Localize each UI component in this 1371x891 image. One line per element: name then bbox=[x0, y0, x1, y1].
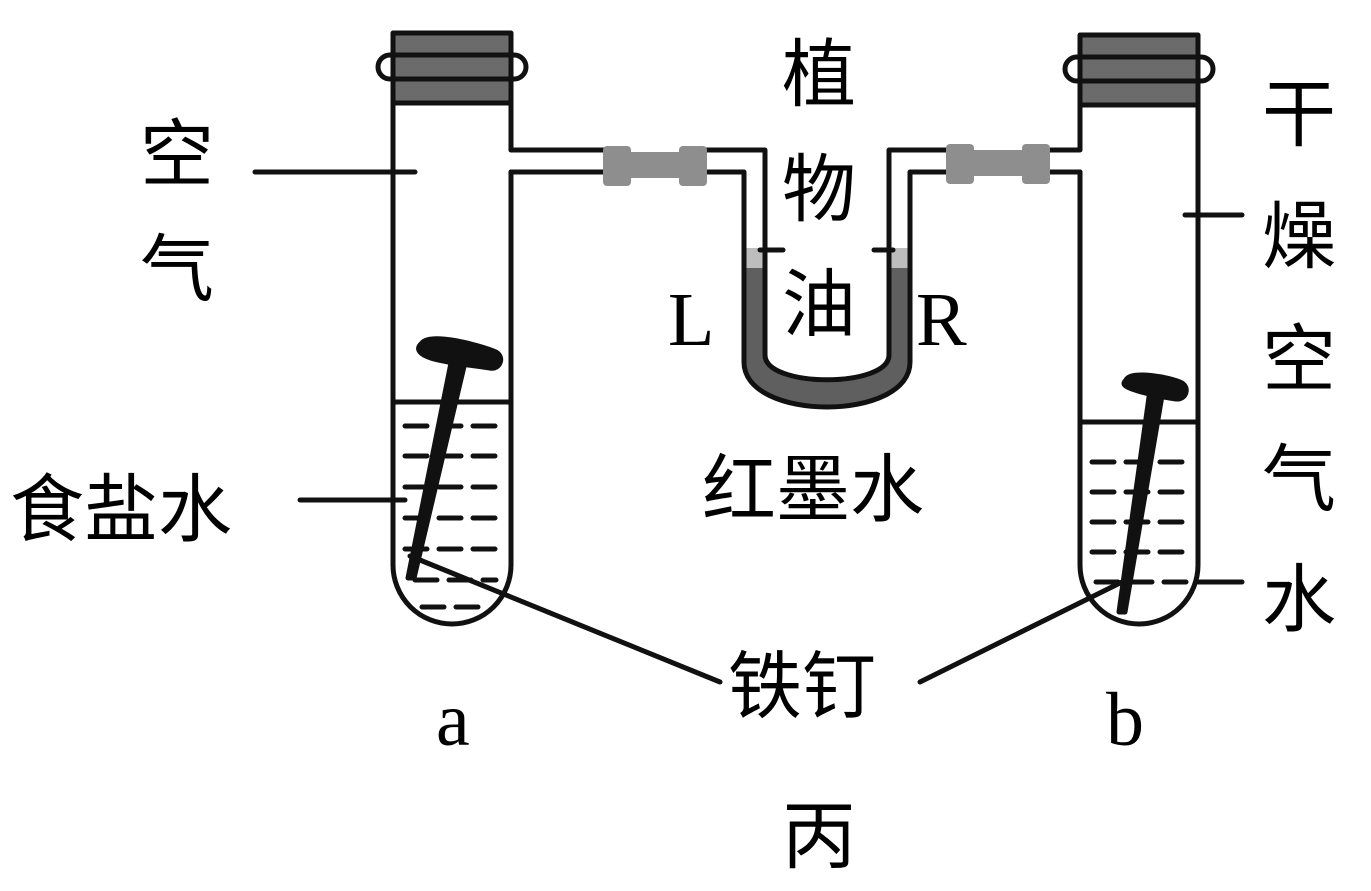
label-dry-air: 干 燥 空 气 bbox=[1262, 72, 1360, 523]
label-vegetable-oil: 植 物 油 bbox=[782, 32, 880, 348]
leader-nail-a bbox=[407, 553, 723, 685]
label-dry-air-line4: 气 bbox=[1262, 437, 1336, 523]
stopper-a bbox=[390, 30, 514, 106]
connecting-pipe-left bbox=[508, 147, 768, 251]
label-left-side: L bbox=[668, 278, 714, 362]
label-iron-nail: 铁钉 bbox=[728, 644, 876, 730]
rubber-connector-right bbox=[946, 144, 1050, 184]
label-dry-air-line2: 燥 bbox=[1262, 194, 1336, 280]
label-tube-a: a bbox=[436, 678, 470, 762]
label-air: 空 气 bbox=[140, 112, 238, 313]
leader-lines bbox=[252, 169, 1245, 685]
test-tube-b bbox=[1062, 32, 1216, 627]
label-tube-b: b bbox=[1106, 678, 1144, 762]
label-red-ink: 红墨水 bbox=[702, 447, 924, 533]
label-oil-line2: 物 bbox=[782, 147, 856, 233]
label-dry-air-line3: 空 bbox=[1262, 317, 1336, 403]
label-oil-line3: 油 bbox=[782, 262, 856, 348]
stopper-a-ring bbox=[375, 52, 529, 82]
label-air-line1: 空 bbox=[140, 112, 214, 198]
label-dry-air-line1: 干 bbox=[1262, 72, 1336, 158]
oil-band-left bbox=[744, 248, 765, 268]
leader-nail-b bbox=[917, 579, 1125, 685]
u-tube bbox=[741, 245, 913, 410]
label-oil-line1: 植 bbox=[782, 32, 856, 118]
iron-nail-b bbox=[1116, 372, 1189, 615]
connecting-pipe-right bbox=[886, 100, 1083, 251]
test-tube-a bbox=[375, 30, 529, 627]
label-water: 水 bbox=[1262, 557, 1336, 643]
label-saltwater: 食盐水 bbox=[10, 467, 232, 553]
iron-nail-a bbox=[405, 336, 504, 581]
oil-band-right bbox=[889, 248, 910, 268]
stopper-b bbox=[1077, 32, 1201, 108]
tube-b-wall bbox=[1077, 102, 1201, 627]
stopper-b-ring bbox=[1062, 54, 1216, 84]
label-right-side: R bbox=[916, 278, 967, 362]
rubber-connector-left bbox=[603, 146, 707, 186]
label-air-line2: 气 bbox=[140, 227, 214, 313]
label-bing: 丙 bbox=[782, 794, 856, 880]
tube-a-wall bbox=[390, 100, 514, 627]
